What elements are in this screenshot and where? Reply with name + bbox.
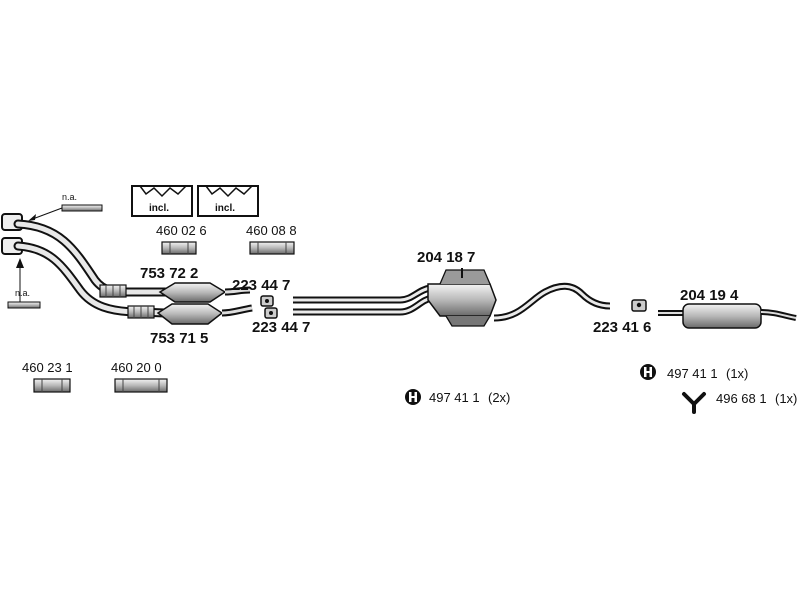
part-number-460026: 460 02 6 <box>156 223 207 238</box>
sleeve-460231 <box>33 378 71 393</box>
part-number-204194: 204 19 4 <box>680 287 739 304</box>
mount-code-497411-center: 497 41 1 <box>429 390 480 405</box>
rear-silencer <box>658 303 797 329</box>
rear-pipe <box>493 282 611 322</box>
oxygen-sensor-upper <box>28 204 103 221</box>
sleeve-460088 <box>249 241 295 255</box>
part-number-753722: 753 72 2 <box>140 265 199 282</box>
rubber-mount-icon <box>405 389 421 405</box>
part-number-204187: 204 18 7 <box>417 249 476 266</box>
mount-qty-bracket: (1x) <box>775 391 798 406</box>
sleeve-460200 <box>114 378 168 393</box>
mount-code-496681: 496 68 1 <box>716 391 767 406</box>
clamp-upper <box>260 295 274 307</box>
front-pipe-lower <box>13 241 170 318</box>
mount-qty-center: (2x) <box>488 390 511 405</box>
hanger-bracket-icon <box>682 392 706 414</box>
part-number-460088: 460 08 8 <box>246 223 297 238</box>
part-number-460200: 460 20 0 <box>111 360 162 375</box>
center-silencer <box>427 268 497 327</box>
included-box-right <box>197 185 259 217</box>
mount-code-497411-rear: 497 41 1 <box>667 366 718 381</box>
clamp-lower <box>264 307 278 319</box>
included-box-left <box>131 185 193 217</box>
part-number-460231: 460 23 1 <box>22 360 73 375</box>
part-number-753715: 753 71 5 <box>150 330 209 347</box>
included-label-right: incl. <box>215 203 236 214</box>
oxygen-sensor-lower <box>7 258 41 309</box>
sleeve-460026 <box>161 241 197 255</box>
part-number-223416: 223 41 6 <box>593 319 652 336</box>
not-available-label-lower: n.a. <box>15 288 31 298</box>
middle-pipes <box>293 284 433 316</box>
flex-joint-lower <box>127 305 155 319</box>
included-label-left: incl. <box>149 203 170 214</box>
flex-joint-upper <box>99 284 127 298</box>
mount-qty-rear: (1x) <box>726 366 749 381</box>
not-available-label-upper: n.a. <box>62 192 78 202</box>
clamp-rear <box>631 299 647 312</box>
catalytic-converter-lower <box>156 303 253 325</box>
part-number-223447-upper: 223 44 7 <box>232 277 291 294</box>
catalytic-converter-upper <box>158 282 251 303</box>
rubber-mount-icon-rear <box>640 364 656 380</box>
part-number-223447-lower: 223 44 7 <box>252 319 311 336</box>
